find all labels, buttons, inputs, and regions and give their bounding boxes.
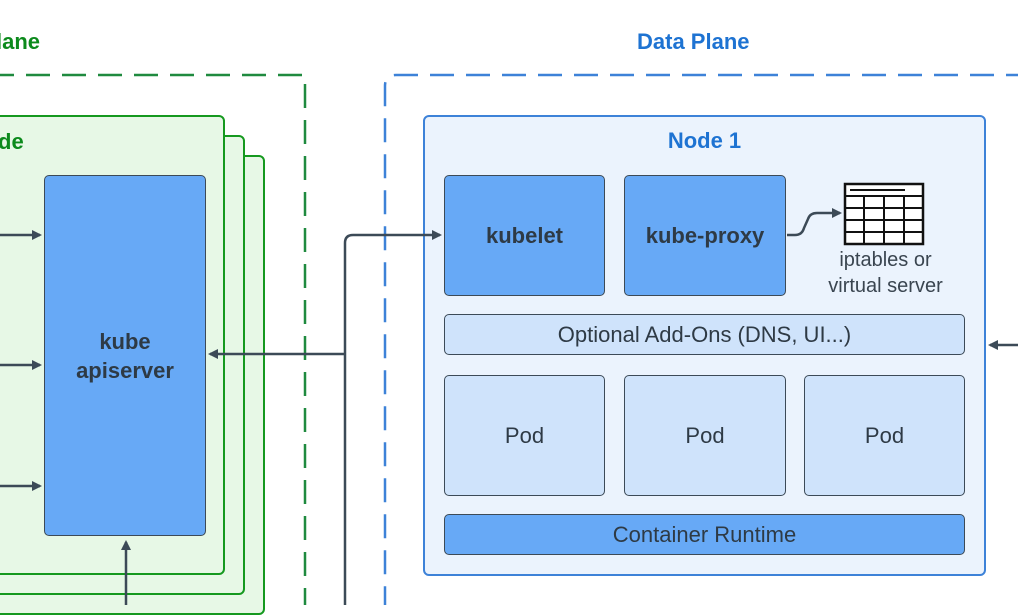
node-1-title: Node 1 bbox=[667, 128, 742, 153]
control-plane-node-label: de bbox=[0, 129, 24, 154]
kube-apiserver-label: kube apiserver bbox=[76, 328, 174, 383]
kubelet-label: kubelet bbox=[485, 222, 564, 248]
addons-bar[interactable]: Optional Add-Ons (DNS, UI...) bbox=[444, 314, 965, 355]
control-plane-title: lane bbox=[0, 29, 41, 54]
kube-proxy-box[interactable]: kube-proxy bbox=[624, 175, 786, 296]
kube-proxy-label: kube-proxy bbox=[645, 222, 765, 248]
pod-box-1[interactable]: Pod bbox=[444, 375, 605, 496]
pod-box-2[interactable]: Pod bbox=[624, 375, 786, 496]
arrow-proxy-to-iptables bbox=[787, 208, 842, 237]
addons-label: Optional Add-Ons (DNS, UI...) bbox=[557, 321, 852, 347]
data-plane-boundary bbox=[383, 73, 1018, 605]
kubelet-box[interactable]: kubelet bbox=[444, 175, 605, 296]
pod-box-3[interactable]: Pod bbox=[804, 375, 965, 496]
kube-apiserver-box[interactable]: kube apiserver bbox=[44, 175, 206, 536]
pod-label-2: Pod bbox=[685, 422, 725, 448]
container-runtime-bar[interactable]: Container Runtime bbox=[444, 514, 965, 555]
pod-label-1: Pod bbox=[504, 422, 545, 448]
data-plane-title: Data Plane bbox=[637, 29, 750, 54]
connector-vertical bbox=[343, 230, 442, 605]
container-runtime-label: Container Runtime bbox=[612, 521, 797, 547]
table-grid-icon bbox=[843, 182, 925, 246]
iptables-label: iptables or virtual server bbox=[828, 249, 943, 297]
pod-label-3: Pod bbox=[864, 422, 905, 448]
